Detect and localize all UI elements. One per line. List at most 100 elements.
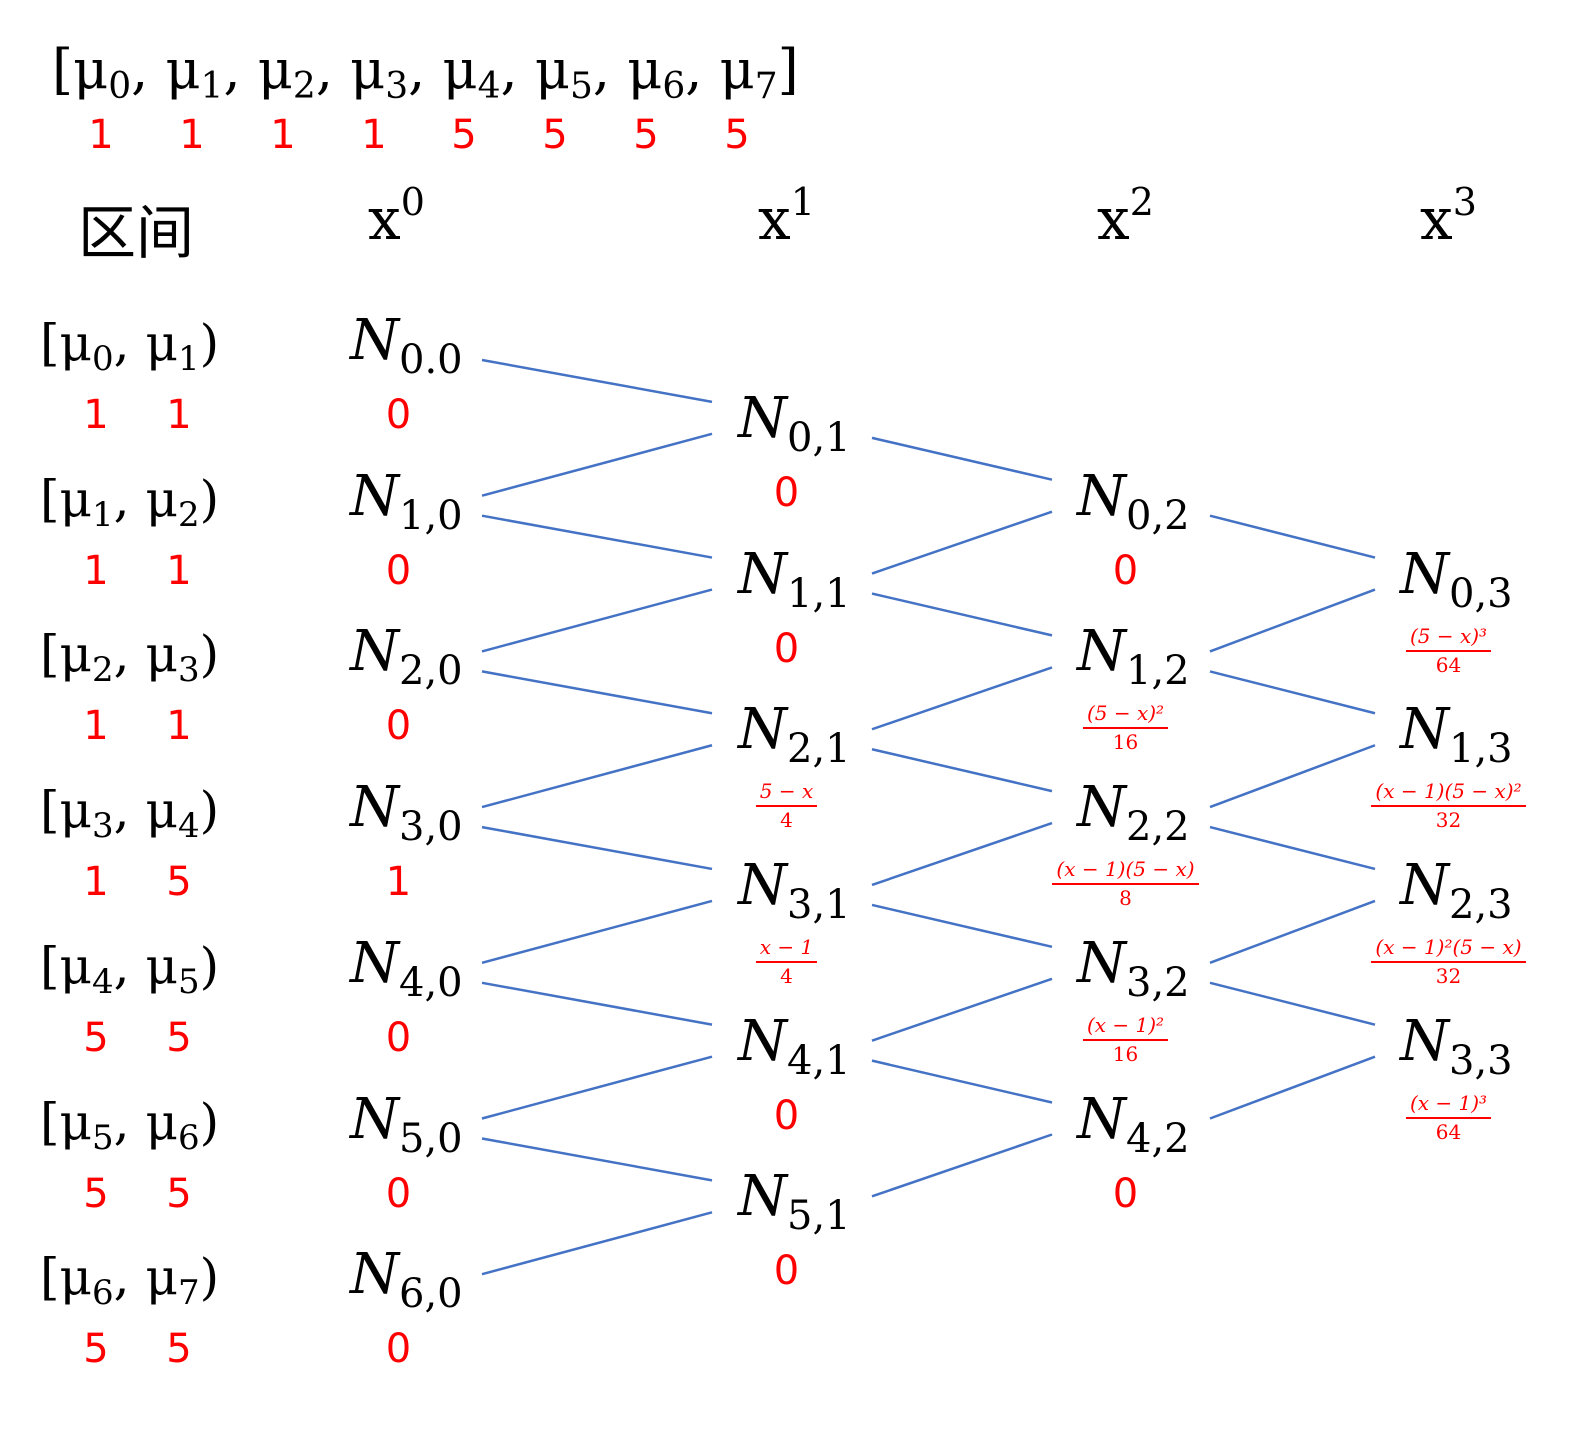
interval-5-end-value: 5 — [166, 1170, 192, 1217]
interval-3-start-value: 1 — [83, 859, 109, 906]
knot-vector-open-bracket: [ — [52, 38, 74, 101]
edge-0-4-to-1-3 — [481, 899, 713, 965]
interval-0-end-value: 1 — [166, 392, 192, 438]
basis-value-0-0: 0 — [385, 392, 412, 438]
interval-2: [μ2, μ3) — [40, 625, 220, 691]
formula-denominator: 64 — [1435, 652, 1462, 677]
basis-formula-3-2: (x − 1)²(5 − x)32 — [1349, 935, 1549, 988]
basis-value-0-1: 0 — [385, 547, 412, 594]
knot-value-4: 5 — [451, 112, 477, 158]
edge-0-5-to-1-4 — [481, 1055, 713, 1120]
formula-denominator: 4 — [780, 963, 793, 988]
degree-header-2: x2 — [1097, 180, 1154, 253]
basis-node-2-1: N1,2 — [1077, 619, 1190, 695]
basis-value-1-0: 0 — [773, 469, 800, 516]
interval-4: [μ4, μ5) — [40, 936, 220, 1002]
edge-1-1-to-2-0 — [871, 510, 1053, 575]
basis-node-1-4: N4,1 — [738, 1008, 851, 1084]
formula-denominator: 16 — [1112, 1041, 1139, 1066]
interval-6-start-value: 5 — [83, 1326, 109, 1373]
knot-6: μ6 — [627, 38, 686, 107]
edge-2-4-to-3-3 — [1209, 1055, 1376, 1120]
knot-value-5: 5 — [542, 112, 568, 158]
knot-0: μ0 — [73, 38, 132, 107]
formula-numerator: (5 − x)² — [1082, 701, 1169, 730]
edge-2-1-to-3-0 — [1209, 588, 1376, 653]
knot-7: μ7 — [719, 38, 778, 107]
basis-value-1-5: 0 — [773, 1248, 800, 1295]
basis-node-0-6: N6,0 — [350, 1242, 463, 1318]
edge-2-1-to-3-1 — [1209, 670, 1376, 715]
edge-1-2-to-2-2 — [871, 748, 1053, 793]
edge-0-2-to-1-1 — [481, 588, 713, 653]
basis-node-0-2: N2,0 — [350, 619, 463, 695]
interval-6-end-value: 5 — [166, 1326, 192, 1373]
basis-node-1-3: N3,1 — [738, 852, 851, 928]
basis-value-0-2: 0 — [385, 703, 412, 750]
basis-node-2-3: N3,2 — [1077, 930, 1190, 1006]
basis-node-0-3: N3,0 — [350, 775, 463, 851]
formula-denominator: 32 — [1435, 963, 1462, 988]
interval-0-start-value: 1 — [83, 392, 109, 438]
basis-node-3-3: N3,3 — [1400, 1008, 1513, 1084]
edge-0-1-to-1-0 — [481, 432, 713, 497]
formula-numerator: (x − 1)³ — [1405, 1091, 1492, 1119]
edge-2-3-to-3-2 — [1209, 899, 1376, 964]
knot-1: μ1 — [165, 38, 224, 107]
formula-numerator: (x − 1)²(5 − x) — [1371, 935, 1526, 963]
edge-0-0-to-1-0 — [481, 358, 713, 404]
basis-node-3-1: N1,3 — [1400, 697, 1513, 773]
interval-5: [μ5, μ6) — [40, 1092, 220, 1158]
edge-0-1-to-1-1 — [481, 514, 713, 559]
knot-value-7: 5 — [724, 112, 750, 158]
basis-node-0-4: N4,0 — [350, 930, 463, 1006]
formula-denominator: 32 — [1435, 808, 1462, 833]
knot-vector: [μ0, μ1, μ2, μ3, μ4, μ5, μ6, μ7] — [52, 38, 799, 107]
edge-0-3-to-1-2 — [481, 744, 713, 809]
edge-0-3-to-1-3 — [481, 825, 713, 871]
interval-6: [μ6, μ7) — [40, 1248, 220, 1314]
knot-value-1: 1 — [179, 112, 205, 158]
formula-denominator: 4 — [780, 808, 793, 833]
formula-numerator: (5 − x)³ — [1405, 624, 1492, 652]
interval-2-end-value: 1 — [166, 703, 192, 750]
basis-value-0-4: 0 — [385, 1014, 412, 1061]
edge-1-5-to-2-4 — [871, 1133, 1053, 1198]
edge-1-4-to-2-3 — [871, 977, 1053, 1042]
knot-2: μ2 — [257, 38, 316, 107]
degree-header-1: x1 — [758, 180, 815, 253]
edge-1-1-to-2-1 — [871, 592, 1053, 637]
edge-1-4-to-2-4 — [871, 1059, 1053, 1104]
edge-0-4-to-1-4 — [481, 981, 713, 1026]
basis-value-2-4: 0 — [1112, 1170, 1139, 1217]
basis-value-0-3: 1 — [385, 859, 412, 906]
basis-node-2-4: N4,2 — [1077, 1086, 1190, 1162]
edge-1-2-to-2-1 — [871, 666, 1053, 731]
formula-numerator: 5 − x — [755, 779, 818, 808]
knot-value-0: 1 — [88, 112, 114, 158]
formula-denominator: 64 — [1435, 1119, 1462, 1144]
knot-3: μ3 — [350, 38, 409, 107]
formula-numerator: (x − 1)(5 − x) — [1052, 857, 1199, 886]
edge-2-2-to-3-1 — [1209, 744, 1376, 809]
interval-header: 区间 — [78, 199, 195, 267]
formula-denominator: 16 — [1112, 730, 1139, 755]
interval-4-start-value: 5 — [83, 1014, 109, 1061]
edge-0-5-to-1-5 — [481, 1137, 713, 1182]
basis-node-3-2: N2,3 — [1400, 852, 1513, 928]
knot-5: μ5 — [534, 38, 593, 107]
basis-value-1-1: 0 — [773, 625, 800, 672]
basis-value-0-5: 0 — [385, 1170, 412, 1217]
formula-numerator: x − 1 — [755, 935, 818, 963]
degree-header-0: x0 — [368, 180, 425, 253]
edge-2-3-to-3-3 — [1209, 981, 1376, 1026]
basis-node-3-0: N0,3 — [1400, 541, 1513, 617]
knot-value-6: 5 — [633, 112, 659, 158]
basis-node-0-1: N1,0 — [350, 463, 463, 539]
